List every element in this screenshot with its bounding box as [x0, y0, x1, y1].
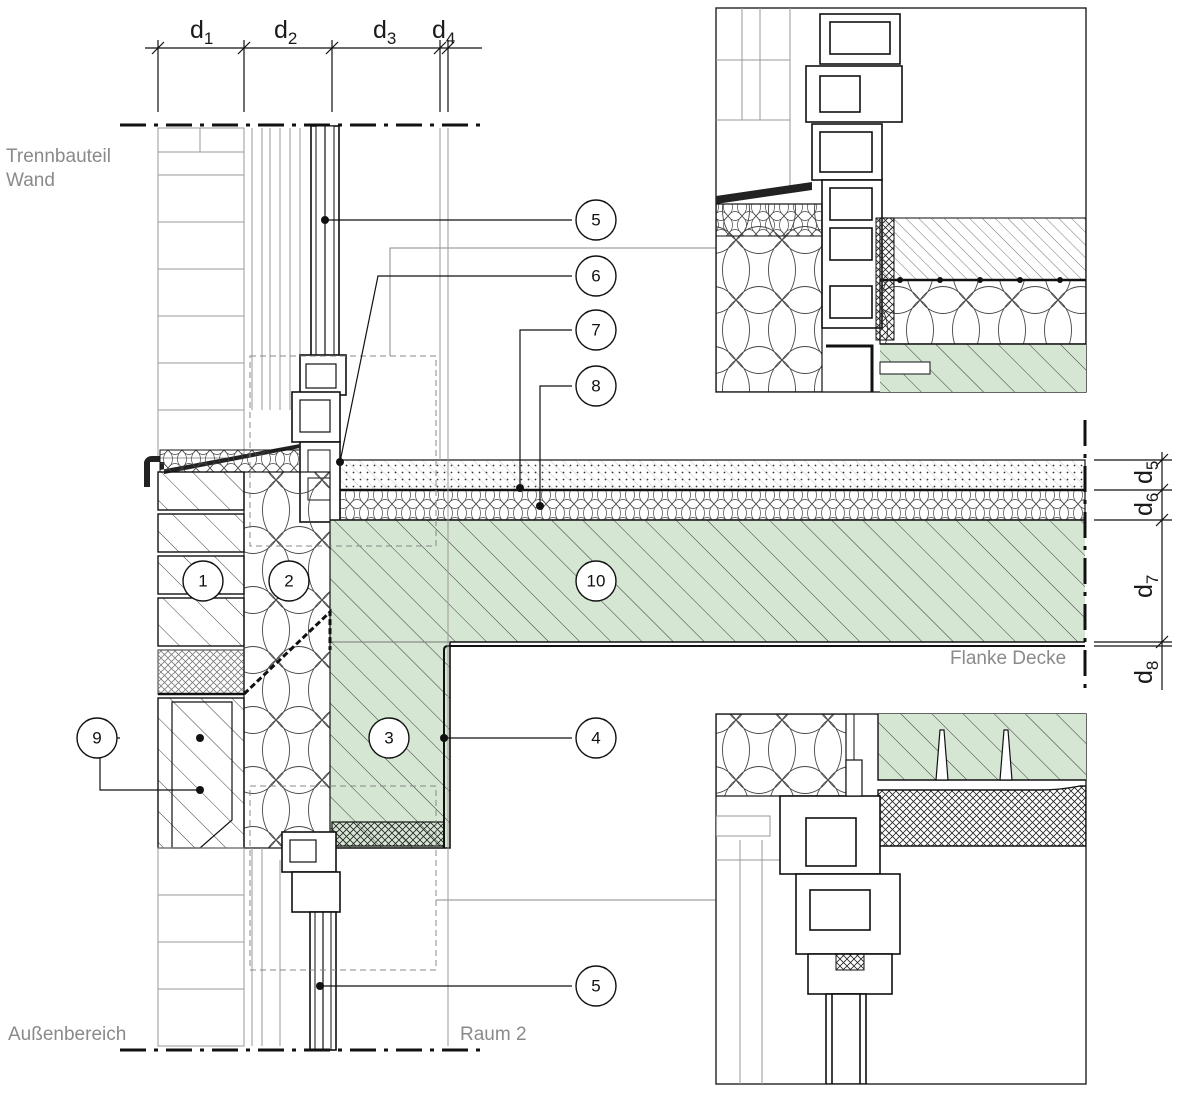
dim-d8: d8 — [1130, 661, 1162, 684]
svg-text:3: 3 — [384, 729, 393, 748]
svg-text:2: 2 — [284, 572, 293, 591]
lower-window — [281, 831, 341, 1051]
label-wand: Wand — [6, 170, 55, 191]
detail-inset-upper — [715, 7, 1087, 393]
svg-text:5: 5 — [591, 977, 600, 996]
dimension-chain-top — [145, 40, 482, 112]
upper-window — [291, 125, 347, 523]
callout-5-upper: 5 — [575, 199, 617, 241]
brick-facade-upper — [157, 127, 245, 459]
dim-d6: d6 — [1130, 493, 1162, 516]
dim-d7: d7 — [1130, 575, 1162, 598]
callout-1: 1 — [182, 560, 224, 602]
dimension-chain-right — [1094, 452, 1172, 690]
brick-facade-lower — [157, 847, 281, 1047]
detail-box-lower — [249, 785, 437, 971]
dim-d5: d5 — [1130, 461, 1162, 484]
svg-text:9: 9 — [92, 729, 101, 748]
callout-9: 9 — [76, 717, 118, 759]
callout-10: 10 — [575, 560, 617, 602]
label-trennbauteil: Trennbauteil — [6, 146, 111, 167]
svg-text:7: 7 — [591, 321, 600, 340]
label-flanke-decke: Flanke Decke — [950, 648, 1066, 669]
callout-5-lower: 5 — [575, 965, 617, 1007]
dim-d1: d1 — [190, 16, 213, 48]
label-raum2: Raum 2 — [460, 1024, 527, 1045]
svg-text:5: 5 — [591, 211, 600, 230]
callout-4: 4 — [575, 717, 617, 759]
wall-insulation — [242, 471, 332, 849]
svg-text:1: 1 — [198, 572, 207, 591]
callout-3: 3 — [368, 717, 410, 759]
svg-text:4: 4 — [591, 729, 600, 748]
callout-7: 7 — [575, 309, 617, 351]
dim-d2: d2 — [274, 16, 297, 48]
wall-layers-upper — [251, 128, 301, 410]
floor-slab — [330, 459, 1086, 849]
svg-text:6: 6 — [591, 267, 600, 286]
dim-d3: d3 — [373, 16, 396, 48]
callout-8: 8 — [575, 365, 617, 407]
callout-dots — [196, 216, 544, 990]
callout-2: 2 — [268, 560, 310, 602]
dim-d4: d4 — [432, 16, 455, 48]
label-aussenbereich: Außenbereich — [8, 1024, 126, 1045]
detail-inset-lower — [715, 713, 1087, 1085]
svg-text:10: 10 — [587, 572, 606, 591]
svg-text:8: 8 — [591, 377, 600, 396]
callout-6: 6 — [575, 255, 617, 297]
detail-box-upper — [249, 355, 437, 547]
